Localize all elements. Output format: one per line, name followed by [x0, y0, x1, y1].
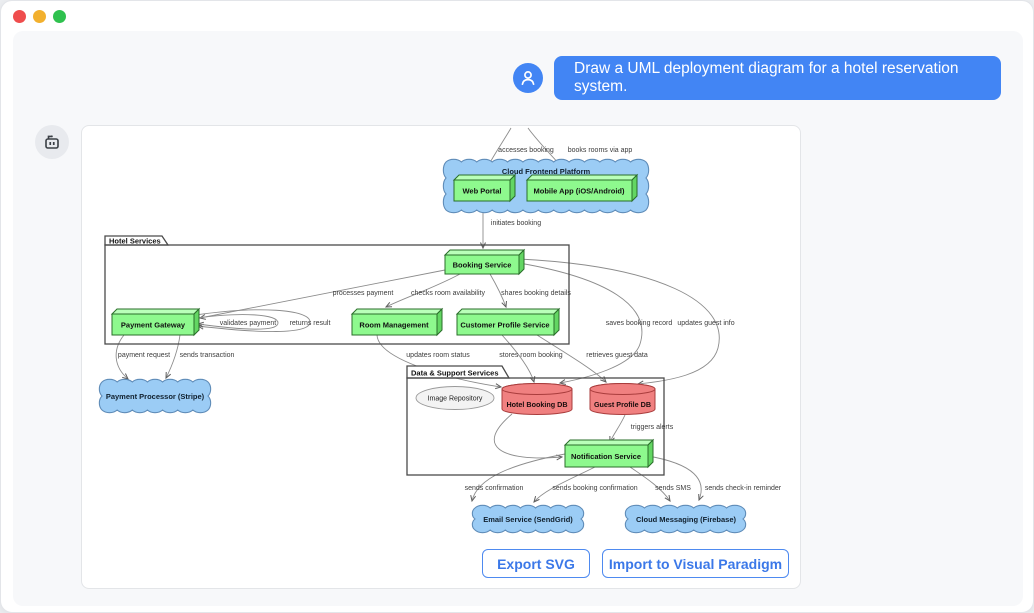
edge-sends-checkin-reminder: [648, 456, 701, 500]
import-visual-paradigm-button[interactable]: Import to Visual Paradigm: [602, 549, 789, 578]
booking-service-label: Booking Service: [453, 261, 512, 270]
edge-updates-room-status: [377, 335, 501, 387]
label-updates-room-status: updates room status: [406, 352, 470, 359]
robot-icon: [42, 132, 62, 152]
package-data-support-label: Data & Support Services: [411, 369, 499, 378]
node-web-portal: Web Portal: [454, 175, 515, 201]
minimize-window-button[interactable]: [33, 10, 46, 23]
node-room-management: Room Management: [352, 309, 442, 335]
mobile-app-label: Mobile App (iOS/Android): [534, 187, 625, 196]
label-books-rooms: books rooms via app: [568, 147, 633, 154]
user-message-bubble: Draw a UML deployment diagram for a hote…: [554, 56, 1001, 100]
customer-profile-top-face: [457, 309, 559, 314]
booking-service-side-face: [519, 250, 524, 274]
email-service-label: Email Service (SendGrid): [483, 515, 573, 524]
node-image-repository: Image Repository: [416, 387, 494, 410]
node-payment-processor: Payment Processor (Stripe): [99, 379, 210, 412]
user-message-text: Draw a UML deployment diagram for a hote…: [574, 60, 1001, 96]
notification-service-label: Notification Service: [571, 452, 641, 461]
label-saves-booking-record: saves booking record: [606, 320, 673, 327]
label-checks-room: checks room availability: [411, 290, 485, 297]
label-triggers-alerts: triggers alerts: [631, 424, 674, 431]
label-sends-checkin-reminder: sends check-in reminder: [705, 485, 782, 492]
label-stores-room-booking: stores room booking: [499, 352, 563, 359]
node-payment-gateway: Payment Gateway: [112, 309, 199, 335]
guest-profile-db-lid: [590, 384, 655, 395]
mobile-app-side-face: [632, 175, 637, 201]
customer-profile-label: Customer Profile Service: [460, 321, 549, 330]
label-sends-booking-confirmation: sends booking confirmation: [552, 485, 637, 492]
web-portal-side-face: [510, 175, 515, 201]
label-updates-guest-info: updates guest info: [677, 320, 734, 327]
payment-gateway-label: Payment Gateway: [121, 321, 186, 330]
diagram-panel: Hotel Services Data & Support Services C…: [81, 125, 801, 589]
label-sends-transaction: sends transaction: [180, 352, 235, 359]
close-window-button[interactable]: [13, 10, 26, 23]
label-payment-request: payment request: [118, 352, 170, 359]
room-management-side-face: [437, 309, 442, 335]
node-hotel-booking-db: Hotel Booking DB: [502, 384, 572, 415]
node-guest-profile-db: Guest Profile DB: [590, 384, 655, 415]
import-visual-paradigm-button-label: Import to Visual Paradigm: [609, 556, 782, 572]
web-portal-label: Web Portal: [462, 187, 501, 196]
mobile-app-top-face: [527, 175, 637, 180]
guest-profile-db-label: Guest Profile DB: [594, 400, 651, 409]
export-svg-button[interactable]: Export SVG: [482, 549, 590, 578]
label-validates-payment: validates payment: [220, 320, 276, 327]
node-notification-service: Notification Service: [565, 440, 653, 467]
notification-service-top-face: [565, 440, 653, 445]
edge-sends-confirmation: [472, 454, 565, 501]
export-svg-button-label: Export SVG: [497, 556, 575, 572]
web-portal-top-face: [454, 175, 515, 180]
payment-gateway-top-face: [112, 309, 199, 314]
room-management-top-face: [352, 309, 442, 314]
user-icon: [519, 69, 537, 87]
booking-service-top-face: [445, 250, 524, 255]
label-returns-result: returns result: [290, 320, 331, 327]
uml-deployment-diagram: Hotel Services Data & Support Services C…: [82, 126, 801, 589]
cloud-messaging-label: Cloud Messaging (Firebase): [636, 515, 737, 524]
edge-db-to-notification: [494, 414, 562, 458]
user-avatar: [513, 63, 543, 93]
node-email-service: Email Service (SendGrid): [472, 505, 583, 532]
label-processes-payment: processes payment: [333, 290, 394, 297]
payment-gateway-side-face: [194, 309, 199, 335]
label-sends-confirmation: sends confirmation: [465, 485, 524, 492]
node-mobile-app: Mobile App (iOS/Android): [527, 175, 637, 201]
node-customer-profile-service: Customer Profile Service: [457, 309, 559, 335]
label-accesses-booking: accesses booking: [498, 147, 554, 154]
titlebar: [1, 1, 1033, 31]
customer-profile-side-face: [554, 309, 559, 335]
hotel-booking-db-label: Hotel Booking DB: [506, 400, 567, 409]
label-sends-sms: sends SMS: [655, 485, 691, 492]
label-initiates-booking: initiates booking: [491, 220, 541, 227]
chat-content-area: Draw a UML deployment diagram for a hote…: [13, 31, 1023, 606]
node-cloud-messaging: Cloud Messaging (Firebase): [625, 505, 745, 532]
label-retrieves-guest-data: retrieves guest data: [586, 352, 648, 359]
node-booking-service: Booking Service: [445, 250, 524, 274]
notification-service-side-face: [648, 440, 653, 467]
zoom-window-button[interactable]: [53, 10, 66, 23]
edge-triggers-alerts: [610, 415, 625, 442]
label-shares-details: shares booking details: [501, 290, 571, 297]
image-repository-label: Image Repository: [428, 396, 483, 403]
payment-processor-label: Payment Processor (Stripe): [106, 392, 205, 401]
bot-avatar: [35, 125, 69, 159]
hotel-booking-db-lid: [502, 384, 572, 395]
room-management-label: Room Management: [359, 321, 429, 330]
package-hotel-services-label: Hotel Services: [109, 237, 161, 246]
